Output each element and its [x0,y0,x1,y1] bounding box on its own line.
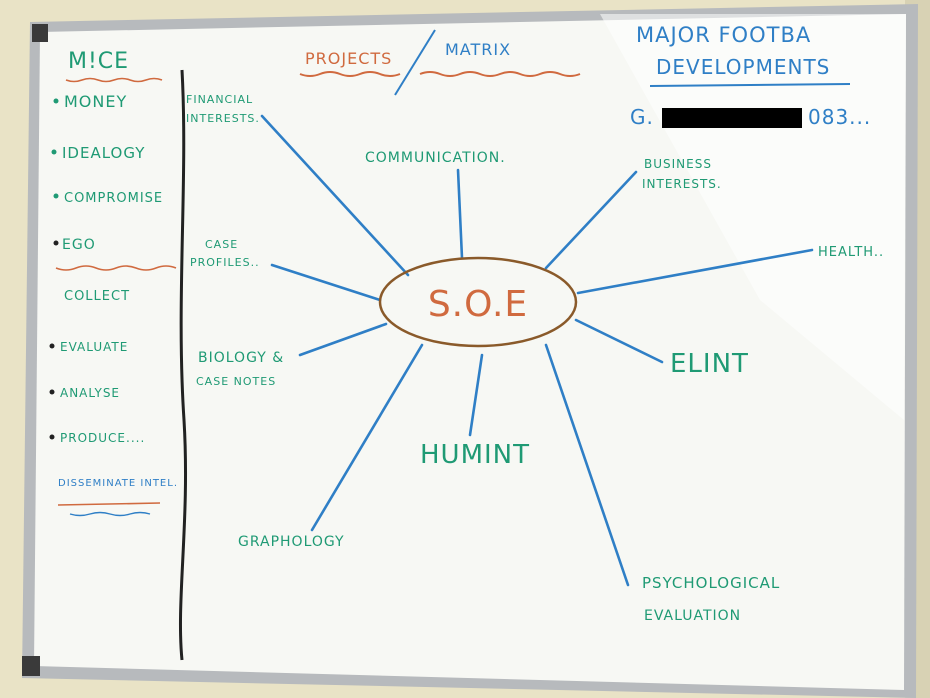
sidebar-title-mice: M!CE [68,49,129,74]
board-surface [34,14,906,690]
branch-graphology: GRAPHOLOGY [238,534,345,550]
projects-underline [299,71,401,77]
sidebar-item-ego: EGO [62,237,96,253]
mindmap-spokes [260,114,814,587]
sidebar-item-idealogy: IDEALOGY [62,144,145,162]
sidebar-item-evaluate: EVALUATE [60,340,128,354]
spoke-biology [298,322,388,357]
sidebar-bottom-underline-blue [69,511,151,517]
major-developments-underline [649,83,851,87]
sidebar-separator [55,265,177,271]
matrix-heading: MATRIX [445,40,511,59]
redaction-bar [662,108,802,128]
sidebar-bullet [51,149,57,155]
sidebar-title-underline [65,77,163,83]
sidebar-item-collect: COLLECT [64,289,130,304]
branch-business-interests-line1: BUSINESS [644,157,712,171]
reference-prefix: G. [630,105,654,129]
spoke-business-interests [544,170,638,270]
projects-matrix-slash [394,29,436,96]
spoke-elint [574,318,664,364]
sidebar-item-analyse: ANALYSE [60,386,120,400]
spoke-communication [456,168,464,260]
branch-elint: ELINT [670,349,749,379]
spoke-health [576,248,814,295]
branch-case-profiles-line2: PROFILES.. [190,256,260,269]
sidebar-bullet [53,240,59,246]
center-node-soe [378,256,578,348]
branch-health: HEALTH.. [818,245,884,260]
corner-cap-top-left [32,24,48,42]
branch-humint: HUMINT [420,440,530,470]
sidebar-divider-line [178,69,188,661]
sidebar-item-disseminate: DISSEMINATE INTEL. [58,478,178,489]
branch-case-profiles-line1: CASE [205,238,238,251]
major-developments-line2: DEVELOPMENTS [656,55,830,79]
spoke-graphology [310,343,424,532]
spoke-humint [468,353,484,437]
branch-business-interests-line2: INTERESTS. [642,177,722,191]
corner-cap-bottom-left [22,656,40,676]
sidebar-bullet [53,193,59,199]
sidebar-bullet [53,98,59,104]
branch-psychological-line2: EVALUATION [644,608,741,624]
sidebar-bullet [49,434,55,440]
matrix-underline [419,71,581,77]
major-developments-line1: MAJOR FOOTBA [636,23,811,47]
sidebar-item-compromise: COMPROMISE [64,191,163,206]
spoke-financial-interests [260,114,410,277]
sidebar-item-money: MONEY [64,92,127,111]
branch-communication: COMMUNICATION. [365,150,506,166]
spoke-case-profiles [270,263,382,302]
branch-psychological-line1: PSYCHOLOGICAL [642,574,780,592]
branch-biology-line2: CASE NOTES [196,375,276,388]
spoke-psychological-evaluation [544,343,630,587]
branch-biology-line1: BIOLOGY & [198,350,284,366]
branch-financial-interests-line2: INTERESTS. [186,112,260,125]
branch-financial-interests-line1: FINANCIAL [186,93,253,106]
sidebar-bullet [49,343,55,349]
sidebar-bullet [49,389,55,395]
projects-heading: PROJECTS [305,49,392,68]
center-node-label: S.O.E [428,284,528,325]
sidebar-item-produce: PRODUCE.... [60,431,145,445]
reference-suffix: 083... [808,105,871,129]
sidebar-bottom-underline-red [57,502,161,506]
